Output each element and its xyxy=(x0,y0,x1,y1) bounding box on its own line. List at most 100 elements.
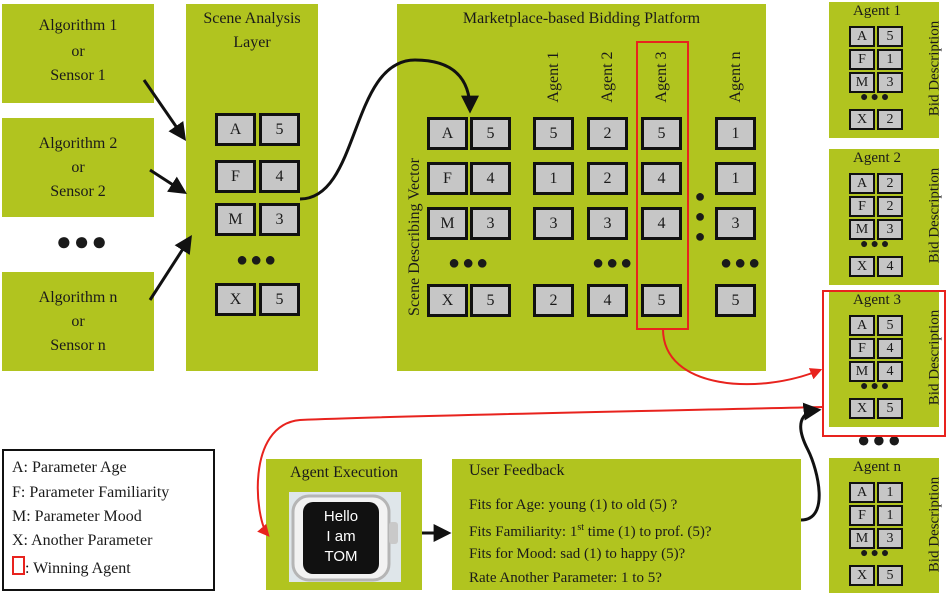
watch-screen-line1: Hello xyxy=(323,508,359,525)
source-box-n xyxy=(2,272,154,371)
legend-age: A: Parameter Age xyxy=(12,459,127,476)
feedback-question-familiarity: Fits Familiarity: 1st time (1) to prof. … xyxy=(469,522,712,540)
feedback-question-other: Rate Another Parameter: 1 to 5? xyxy=(469,570,662,586)
vector-param-f: F xyxy=(427,162,468,195)
bid-param: A xyxy=(849,173,875,194)
bid-title: Agent 3 xyxy=(853,292,901,308)
user-feedback-title: User Feedback xyxy=(469,462,565,479)
agent-1-value-x: 2 xyxy=(533,284,574,317)
watch-screen-line2: I am xyxy=(326,528,356,545)
bid-ellipsis: ●●● xyxy=(860,90,892,105)
arrow-source2-to-scene xyxy=(149,168,188,194)
scene-value-a: 5 xyxy=(259,113,300,146)
bid-ellipsis: ●●● xyxy=(860,237,892,252)
winning-bid-highlight xyxy=(822,290,946,437)
bid-param: A xyxy=(849,26,875,47)
vector-param-a: A xyxy=(427,117,468,150)
bidding-platform-title: Marketplace-based Bidding Platform xyxy=(462,10,701,27)
agent-n-value-x: 5 xyxy=(715,284,756,317)
source-2-line1: Algorithm 2 xyxy=(38,135,118,152)
source-n-line1: Algorithm n xyxy=(38,289,118,306)
agent-column-ellipsis: ●●● xyxy=(690,186,710,246)
bid-value: 4 xyxy=(877,338,903,359)
legend-familiarity: F: Parameter Familiarity xyxy=(12,484,170,501)
bid-param: M xyxy=(849,528,875,549)
vector-value-x: 5 xyxy=(470,284,511,317)
bid-param: X xyxy=(849,109,875,130)
user-feedback-box xyxy=(452,459,801,590)
bid-param: M xyxy=(849,219,875,240)
agent-n-ellipsis: ●●● xyxy=(720,252,763,274)
bid-title: Agent 1 xyxy=(853,3,901,19)
bid-ellipsis: ●●● xyxy=(860,379,892,394)
arrow-scene-to-vector xyxy=(299,58,479,201)
source-1-line2: or xyxy=(71,43,85,60)
agent-1-value-m: 3 xyxy=(533,207,574,240)
bid-param: F xyxy=(849,196,875,217)
bid-value: 3 xyxy=(877,528,903,549)
vector-param-m: M xyxy=(427,207,468,240)
vector-ellipsis: ●●● xyxy=(448,252,491,274)
arrow-feedback-to-bid xyxy=(799,402,822,522)
bid-value: 3 xyxy=(877,219,903,240)
scene-analysis-title-2: Layer xyxy=(233,34,271,51)
agent-3-value-x: 5 xyxy=(641,284,682,317)
source-2-line2: or xyxy=(71,159,85,176)
scene-ellipsis: ●●● xyxy=(236,249,279,271)
bid-param: M xyxy=(849,361,875,382)
bid-param: X xyxy=(849,398,875,419)
feedback-question-age: Fits for Age: young (1) to old (5) ? xyxy=(469,497,678,513)
agent-n-value-a: 1 xyxy=(715,117,756,150)
scene-value-m: 3 xyxy=(259,203,300,236)
agent-3-value-a: 5 xyxy=(641,117,682,150)
bid-ellipsis: ●●● xyxy=(860,546,892,561)
bid-param: X xyxy=(849,256,875,277)
agent-n-value-f: 1 xyxy=(715,162,756,195)
bid-value: 5 xyxy=(877,315,903,336)
scene-param-a: A xyxy=(215,113,256,146)
scene-value-f: 4 xyxy=(259,160,300,193)
winning-agent-highlight xyxy=(636,41,689,330)
source-box-2 xyxy=(2,118,154,217)
vector-param-x: X xyxy=(427,284,468,317)
legend: A: Parameter Age F: Parameter Familiarit… xyxy=(2,449,215,591)
scene-param-m: M xyxy=(215,203,256,236)
bids-ellipsis: ●●● xyxy=(857,427,903,452)
agent-n-value-m: 3 xyxy=(715,207,756,240)
source-2-line3: Sensor 2 xyxy=(50,183,106,200)
bid-param: A xyxy=(849,315,875,336)
source-n-line2: or xyxy=(71,313,85,330)
bid-param: F xyxy=(849,338,875,359)
bid-title: Agent n xyxy=(853,459,901,475)
source-n-line3: Sensor n xyxy=(50,337,106,354)
bid-value: 2 xyxy=(877,109,903,130)
smartwatch-image xyxy=(289,492,401,582)
arrow-sourcen-to-scene xyxy=(148,234,192,301)
source-1-line3: Sensor 1 xyxy=(50,67,106,84)
vector-value-a: 5 xyxy=(470,117,511,150)
legend-winning: : Winning Agent xyxy=(12,556,131,578)
scene-param-x: X xyxy=(215,283,256,316)
agent-3-value-f: 4 xyxy=(641,162,682,195)
bid-value: 5 xyxy=(877,398,903,419)
bid-value: 2 xyxy=(877,196,903,217)
arrow-source1-to-scene xyxy=(142,79,187,141)
bid-param: X xyxy=(849,565,875,586)
bid-value: 4 xyxy=(877,361,903,382)
bid-param: F xyxy=(849,49,875,70)
bid-param: M xyxy=(849,72,875,93)
scene-param-f: F xyxy=(215,160,256,193)
bid-param: F xyxy=(849,505,875,526)
bid-value: 2 xyxy=(877,173,903,194)
agent-execution-title: Agent Execution xyxy=(290,464,398,481)
bid-value: 1 xyxy=(877,505,903,526)
scene-value-x: 5 xyxy=(259,283,300,316)
bid-value: 3 xyxy=(877,72,903,93)
vector-value-f: 4 xyxy=(470,162,511,195)
agent-2-value-f: 2 xyxy=(587,162,628,195)
winning-agent-swatch xyxy=(12,556,25,575)
feedback-question-mood: Fits for Mood: sad (1) to happy (5)? xyxy=(469,546,686,562)
watch-screen-line3: TOM xyxy=(324,548,358,565)
legend-another: X: Another Parameter xyxy=(12,532,153,549)
